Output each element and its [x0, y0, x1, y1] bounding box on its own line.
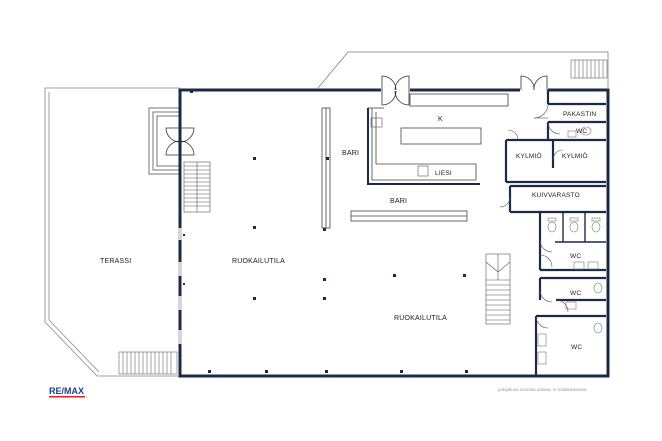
kitchen-walls — [367, 108, 480, 185]
outer-walls — [178, 88, 610, 378]
terrace-outline — [44, 87, 180, 377]
entrance-door-left — [165, 127, 195, 156]
entrance-door-top-left — [381, 75, 410, 106]
stove — [417, 165, 429, 177]
terrace-stairs — [118, 351, 178, 375]
interior-doors — [499, 103, 569, 329]
disclaimer-text: pohjakuva suuntaa antava, ei mittakaavas… — [498, 387, 587, 392]
entrance-door-top-right — [520, 75, 548, 91]
bar-counter-inner — [368, 107, 477, 181]
columns — [183, 90, 468, 373]
roof-outline-top — [317, 51, 609, 89]
room-label-bari-2: BARI — [390, 198, 407, 205]
remax-logo: RE/MAX — [49, 386, 85, 398]
room-label-wc-low: WC — [570, 290, 581, 297]
window-glass-left — [178, 228, 182, 344]
room-label-wc-top: WC — [576, 128, 587, 135]
room-label-kuivvarasto: KUIVVARASTO — [532, 192, 580, 199]
room-label-kylmio-2: KYLMIÖ — [562, 152, 588, 160]
fixtures — [537, 126, 603, 365]
room-label-terassi: TERASSI — [100, 258, 131, 265]
stairs-right — [485, 253, 511, 325]
wc-stall-walls — [555, 212, 606, 243]
kitchen-counter-top — [409, 93, 509, 107]
bar-counter-vertical — [321, 107, 331, 229]
room-label-ruokailutila-2: RUOKAILUTILA — [394, 315, 447, 322]
room-label-wc-mid: WC — [570, 253, 581, 260]
room-label-ruokailutila-1: RUOKAILUTILA — [232, 258, 285, 265]
remax-logo-text: RE/MAX — [49, 386, 84, 396]
remax-logo-accent — [49, 396, 85, 398]
room-label-wc-bottom: WC — [571, 344, 582, 351]
room-label-k: K — [438, 116, 443, 123]
room-label-liesi: LIESI — [435, 170, 452, 177]
room-label-pakastin: PAKASTIN — [563, 111, 596, 118]
service-walls — [504, 90, 606, 376]
stairs-top-right — [570, 59, 608, 79]
bar-counter-horizontal — [350, 210, 468, 222]
room-label-kylmio-1: KYLMIÖ — [516, 152, 542, 160]
sink-kitchen — [370, 117, 383, 128]
room-label-bari-1: BARI — [342, 150, 359, 157]
kitchen-island — [400, 127, 482, 145]
stairs-left — [183, 161, 211, 213]
